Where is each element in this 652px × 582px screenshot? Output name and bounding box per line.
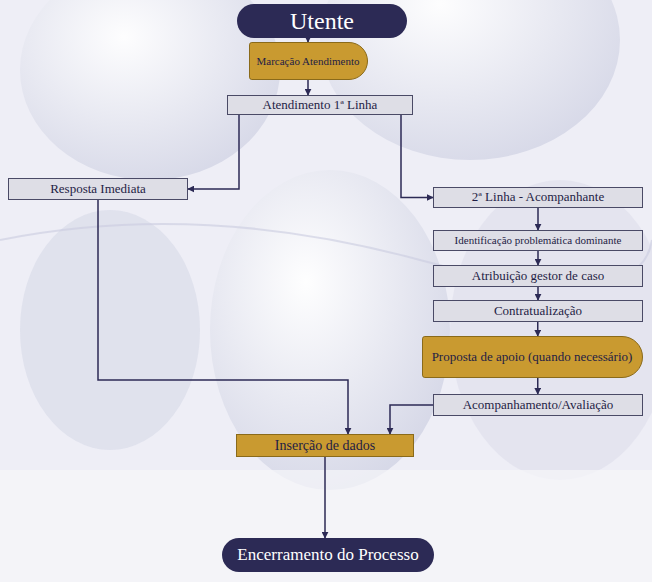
node-label: Resposta Imediata [45, 182, 151, 196]
flow-arrow [188, 115, 239, 189]
flow-arrow [537, 378, 539, 394]
node-label: Marcação Atendimento [252, 55, 365, 67]
end-terminal: Encerramento do Processo [222, 538, 434, 572]
process-box: Marcação Atendimento [249, 42, 368, 80]
start-terminal: Utente [237, 4, 407, 38]
process-box: 2ª Linha - Acompanhante [433, 187, 643, 208]
node-label: 2ª Linha - Acompanhante [467, 190, 609, 204]
flow-arrow [537, 251, 539, 265]
process-box: Proposta de apoio (quando necessário) [422, 336, 643, 378]
process-box: Atribuição gestor de caso [433, 265, 643, 287]
node-label: Atribuição gestor de caso [467, 269, 609, 283]
process-box: Contratualização [433, 300, 643, 322]
node-label: Identificação problemática dominante [451, 234, 626, 246]
node-label: Inserção de dados [270, 438, 380, 453]
process-box: Acompanhamento/Avaliação [433, 394, 643, 416]
node-label: Encerramento do Processo [227, 546, 428, 565]
process-box: Resposta Imediata [8, 178, 188, 200]
process-box: Inserção de dados [236, 434, 414, 457]
process-box: Identificação problemática dominante [433, 230, 643, 251]
node-label: Atendimento 1ª Linha [258, 98, 383, 112]
process-box: Atendimento 1ª Linha [227, 95, 413, 115]
node-label: Utente [280, 8, 364, 34]
flow-arrow [401, 115, 433, 198]
flow-arrow [537, 322, 539, 336]
node-label: Proposta de apoio (quando necessário) [425, 350, 640, 364]
node-label: Acompanhamento/Avaliação [458, 398, 619, 412]
node-label: Contratualização [489, 304, 587, 318]
flow-arrow [98, 200, 348, 434]
flow-arrow [307, 80, 309, 95]
flow-arrow [537, 208, 539, 230]
flow-arrow [390, 405, 433, 434]
flow-arrow [537, 287, 539, 300]
flow-arrow [324, 457, 326, 538]
